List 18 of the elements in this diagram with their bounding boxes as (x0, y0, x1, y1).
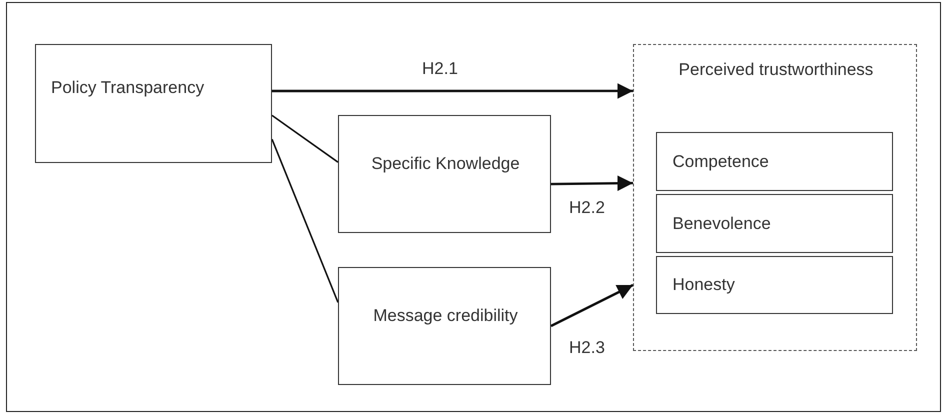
group-heading: Perceived trustworthiness (678, 59, 874, 80)
construct-label: Policy Transparency (51, 77, 206, 98)
construct-box (338, 115, 551, 233)
construct-label: Competence (672, 150, 770, 172)
connector-line (272, 114, 338, 163)
construct-label: Benevolence (672, 212, 772, 234)
group-box (633, 44, 917, 351)
construct-box (338, 267, 551, 385)
construct-box (656, 194, 892, 252)
construct-box (35, 44, 272, 163)
construct-box (656, 132, 892, 190)
arrow (272, 83, 633, 99)
construct-label: Specific Knowledge (370, 153, 521, 174)
construct-label: Honesty (672, 274, 736, 294)
arrow (550, 175, 634, 192)
construct-box (656, 256, 892, 314)
connector-line (271, 138, 339, 303)
construct-label: Message credibility (372, 305, 519, 326)
